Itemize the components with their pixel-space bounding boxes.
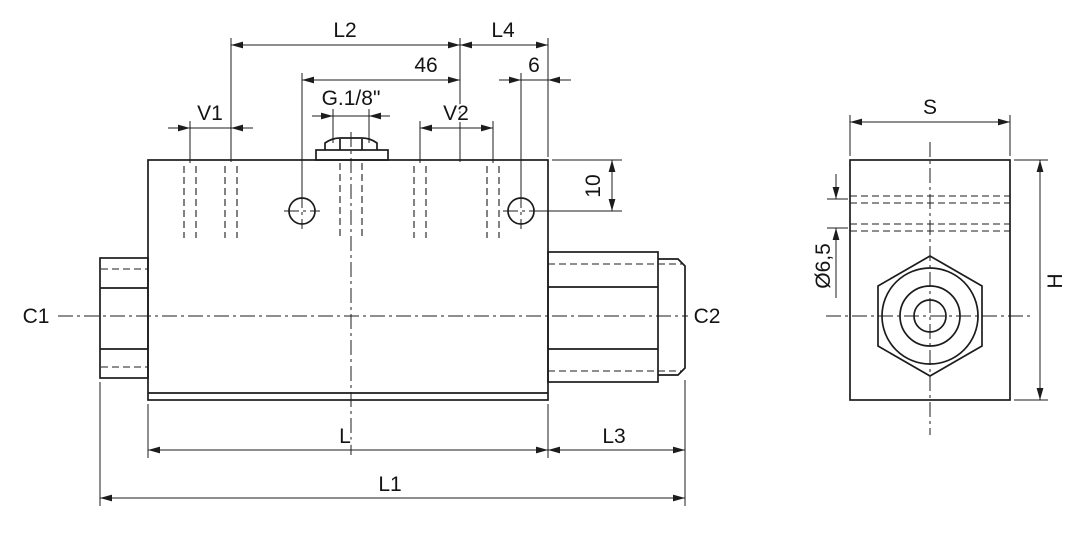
dim-label-46: 46 bbox=[414, 54, 437, 77]
port-bores-hidden bbox=[183, 166, 500, 238]
dim-label-g18: G.1/8" bbox=[322, 87, 381, 110]
side-view: S H Ø6,5 bbox=[810, 94, 1069, 435]
dim-label-l1: L1 bbox=[378, 473, 401, 496]
dim-label-l4: L4 bbox=[491, 19, 515, 42]
dim-label-s: S bbox=[923, 96, 937, 119]
dim-label-h: H bbox=[1044, 273, 1067, 288]
dim-label-l: L bbox=[339, 425, 351, 448]
port-label-c2: C2 bbox=[694, 305, 721, 328]
side-dimension-lines bbox=[827, 115, 1048, 401]
dim-label-l3: L3 bbox=[602, 425, 625, 448]
port-fitting-left bbox=[99, 257, 149, 379]
dim-label-v1: V1 bbox=[197, 102, 223, 125]
front-view: L2 L4 46 6 V1 G.1/8" V2 10 C1 C2 L L3 L1 bbox=[21, 17, 722, 506]
front-dimension-lines bbox=[99, 38, 686, 506]
dim-label-10: 10 bbox=[582, 174, 605, 197]
dim-label-v2: V2 bbox=[443, 102, 469, 125]
top-plug bbox=[315, 137, 389, 240]
port-fitting-right bbox=[547, 251, 686, 383]
face-hole-right bbox=[503, 193, 539, 229]
dim-label-6: 6 bbox=[528, 54, 540, 77]
face-hole-left bbox=[284, 193, 320, 229]
valve-body-front bbox=[147, 159, 549, 401]
dim-label-l2: L2 bbox=[333, 19, 356, 42]
dim-label-dia65: Ø6,5 bbox=[812, 243, 835, 289]
port-label-c1: C1 bbox=[23, 305, 50, 328]
